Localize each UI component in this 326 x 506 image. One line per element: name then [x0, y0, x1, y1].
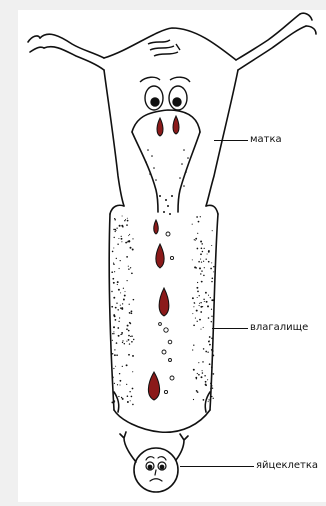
right-eyebrow	[170, 77, 190, 82]
uterus-fundus	[104, 28, 236, 60]
egg-left-arm	[120, 432, 136, 462]
uterus-left-wall	[104, 70, 124, 206]
right-tube-fimbria	[300, 13, 316, 34]
forehead-lines	[148, 40, 178, 56]
vagina-top-left	[110, 205, 124, 214]
left-tube-fimbria	[28, 36, 44, 52]
egg-right-pupil	[160, 465, 163, 468]
vagina-top-right	[206, 205, 218, 214]
blood-drops	[148, 220, 169, 400]
left-tear	[157, 118, 163, 136]
vagina-left-wall	[109, 214, 114, 410]
uterus-right-wall	[206, 70, 238, 206]
blood-drop-1	[156, 244, 164, 268]
left-eyebrow	[140, 77, 160, 82]
vagina-label: влагалище	[250, 322, 308, 334]
vagina-drawing	[109, 205, 218, 432]
uterus-drawing	[28, 13, 316, 212]
uterine-cavity	[132, 110, 200, 132]
cervix-right	[178, 132, 200, 212]
egg-drawing	[120, 432, 188, 492]
left-pupil	[151, 98, 159, 106]
vagina-opening	[114, 410, 210, 432]
vagina-right-wall	[210, 214, 218, 410]
right-fallopian-tube	[236, 14, 300, 60]
uterus-tears	[157, 116, 179, 136]
blood-drop-2	[159, 288, 169, 316]
right-tear	[173, 116, 179, 134]
egg-label: яйцеклетка	[256, 460, 318, 472]
top-mark	[176, 44, 180, 50]
left-tube-inner	[44, 47, 104, 70]
uterus-face	[140, 40, 190, 110]
egg-left-pupil	[148, 465, 151, 468]
egg-right-arm	[176, 434, 188, 460]
right-tube-inner	[238, 26, 306, 70]
cervix-left	[132, 132, 158, 212]
uterus-label: матка	[250, 134, 282, 146]
vagina-leader-line	[212, 328, 248, 329]
uterus-leader-line	[214, 140, 248, 141]
egg-leader-line	[180, 466, 254, 467]
blood-drop-4	[154, 220, 159, 234]
blood-drop-3	[148, 372, 159, 400]
right-pupil	[173, 98, 181, 106]
